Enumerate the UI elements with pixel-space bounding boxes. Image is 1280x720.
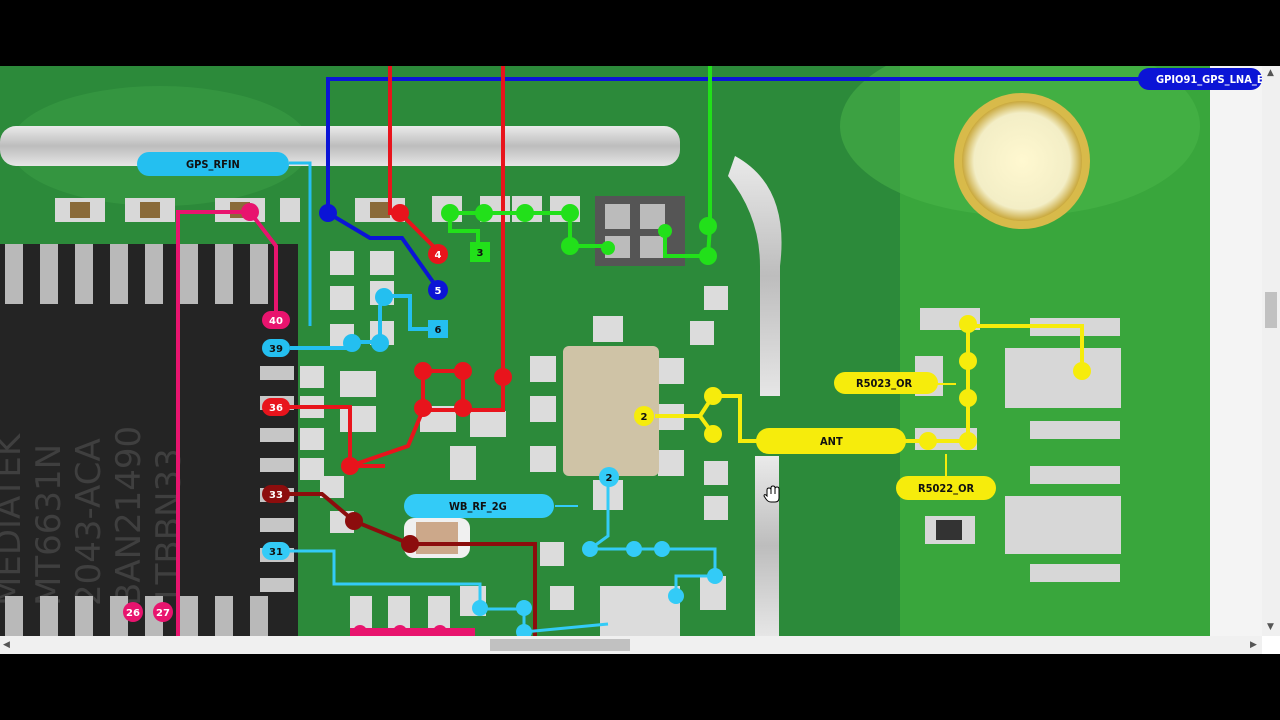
pin-marker-6: 6 xyxy=(428,320,448,338)
scroll-left-icon[interactable]: ◀ xyxy=(3,640,10,650)
vertical-scroll-thumb[interactable] xyxy=(1265,292,1277,328)
svg-text:3: 3 xyxy=(477,248,484,259)
pin-marker-39: 39 xyxy=(262,339,290,357)
trace-ant xyxy=(655,324,1084,443)
svg-text:26: 26 xyxy=(126,608,140,619)
chip-marking-4: BAN21490 xyxy=(109,426,149,606)
pin-marker-31: 31 xyxy=(262,542,290,560)
svg-text:36: 36 xyxy=(269,403,283,414)
svg-text:2: 2 xyxy=(606,473,613,484)
shield-bar-curve xyxy=(728,156,782,396)
scroll-right-icon[interactable]: ▶ xyxy=(1250,640,1257,650)
pin-marker-40: 40 xyxy=(262,311,290,329)
viewer-window: MEDIATEK MT6631N 2043-ACA BAN21490 1TBBN… xyxy=(0,66,1280,654)
svg-text:ANT: ANT xyxy=(820,435,843,448)
svg-text:4: 4 xyxy=(435,250,442,261)
svg-text:R5022_OR: R5022_OR xyxy=(918,482,975,495)
svg-text:WB_RF_2G: WB_RF_2G xyxy=(449,500,507,513)
ant-pad-1 xyxy=(1005,348,1121,408)
trace-gpio91 xyxy=(326,77,1140,291)
pin-marker-3: 3 xyxy=(470,242,490,262)
mediatek-chip xyxy=(0,244,298,636)
svg-text:5: 5 xyxy=(435,286,442,297)
svg-text:39: 39 xyxy=(269,344,283,355)
pin-marker-26: 26 xyxy=(123,602,143,622)
pin-marker-27: 27 xyxy=(153,602,173,622)
trace-gps-rfin xyxy=(289,161,312,326)
pin-marker-36: 36 xyxy=(262,398,290,416)
shield-bar-top xyxy=(0,126,680,166)
svg-text:2: 2 xyxy=(641,412,648,423)
chip-marking-3: 2043-ACA xyxy=(69,438,109,606)
label-gpio91[interactable]: GPIO91_GPS_LNA_E xyxy=(1138,68,1262,90)
chip-marking-1: MEDIATEK xyxy=(0,432,29,606)
label-ant[interactable]: ANT xyxy=(756,428,906,454)
shield-bar-vertical xyxy=(755,456,779,636)
filter-module xyxy=(563,346,659,476)
label-r5022[interactable]: R5022_OR xyxy=(896,476,996,500)
pin-marker-4: 4 xyxy=(428,244,448,264)
horizontal-scroll-thumb[interactable] xyxy=(490,639,630,651)
hand-cursor-icon xyxy=(763,485,780,503)
scroll-up-icon[interactable]: ▲ xyxy=(1267,68,1274,78)
pin-marker-2-yellow: 2 xyxy=(634,406,654,426)
label-gps-rfin[interactable]: GPS_RFIN xyxy=(137,152,289,176)
svg-text:31: 31 xyxy=(269,547,283,558)
scroll-down-icon[interactable]: ▼ xyxy=(1267,622,1274,632)
svg-text:40: 40 xyxy=(269,316,283,327)
chip-marking-2: MT6631N xyxy=(29,444,69,606)
pin-marker-5: 5 xyxy=(428,280,448,300)
horizontal-scrollbar[interactable]: ◀ ▶ xyxy=(0,636,1262,654)
chip-marking-5: 1TBBN33 xyxy=(149,448,189,606)
pcb-board-image: MEDIATEK MT6631N 2043-ACA BAN21490 1TBBN… xyxy=(0,66,1262,636)
trace-darkred-33 xyxy=(276,492,537,636)
svg-text:GPIO91_GPS_LNA_E: GPIO91_GPS_LNA_E xyxy=(1156,73,1262,86)
pin-marker-2-cyan: 2 xyxy=(599,467,619,487)
svg-text:27: 27 xyxy=(156,608,170,619)
label-r5023[interactable]: R5023_OR xyxy=(834,372,938,394)
schematic-viewport[interactable]: MEDIATEK MT6631N 2043-ACA BAN21490 1TBBN… xyxy=(0,66,1262,636)
svg-text:33: 33 xyxy=(269,490,283,501)
svg-text:R5023_OR: R5023_OR xyxy=(856,377,913,390)
label-wb-rf-2g[interactable]: WB_RF_2G xyxy=(404,494,554,518)
vertical-scrollbar[interactable]: ▲ ▼ xyxy=(1262,66,1280,636)
pin-marker-33: 33 xyxy=(262,485,290,503)
svg-text:6: 6 xyxy=(435,325,442,336)
svg-text:GPS_RFIN: GPS_RFIN xyxy=(186,158,240,171)
ant-pad-2 xyxy=(1005,496,1121,554)
